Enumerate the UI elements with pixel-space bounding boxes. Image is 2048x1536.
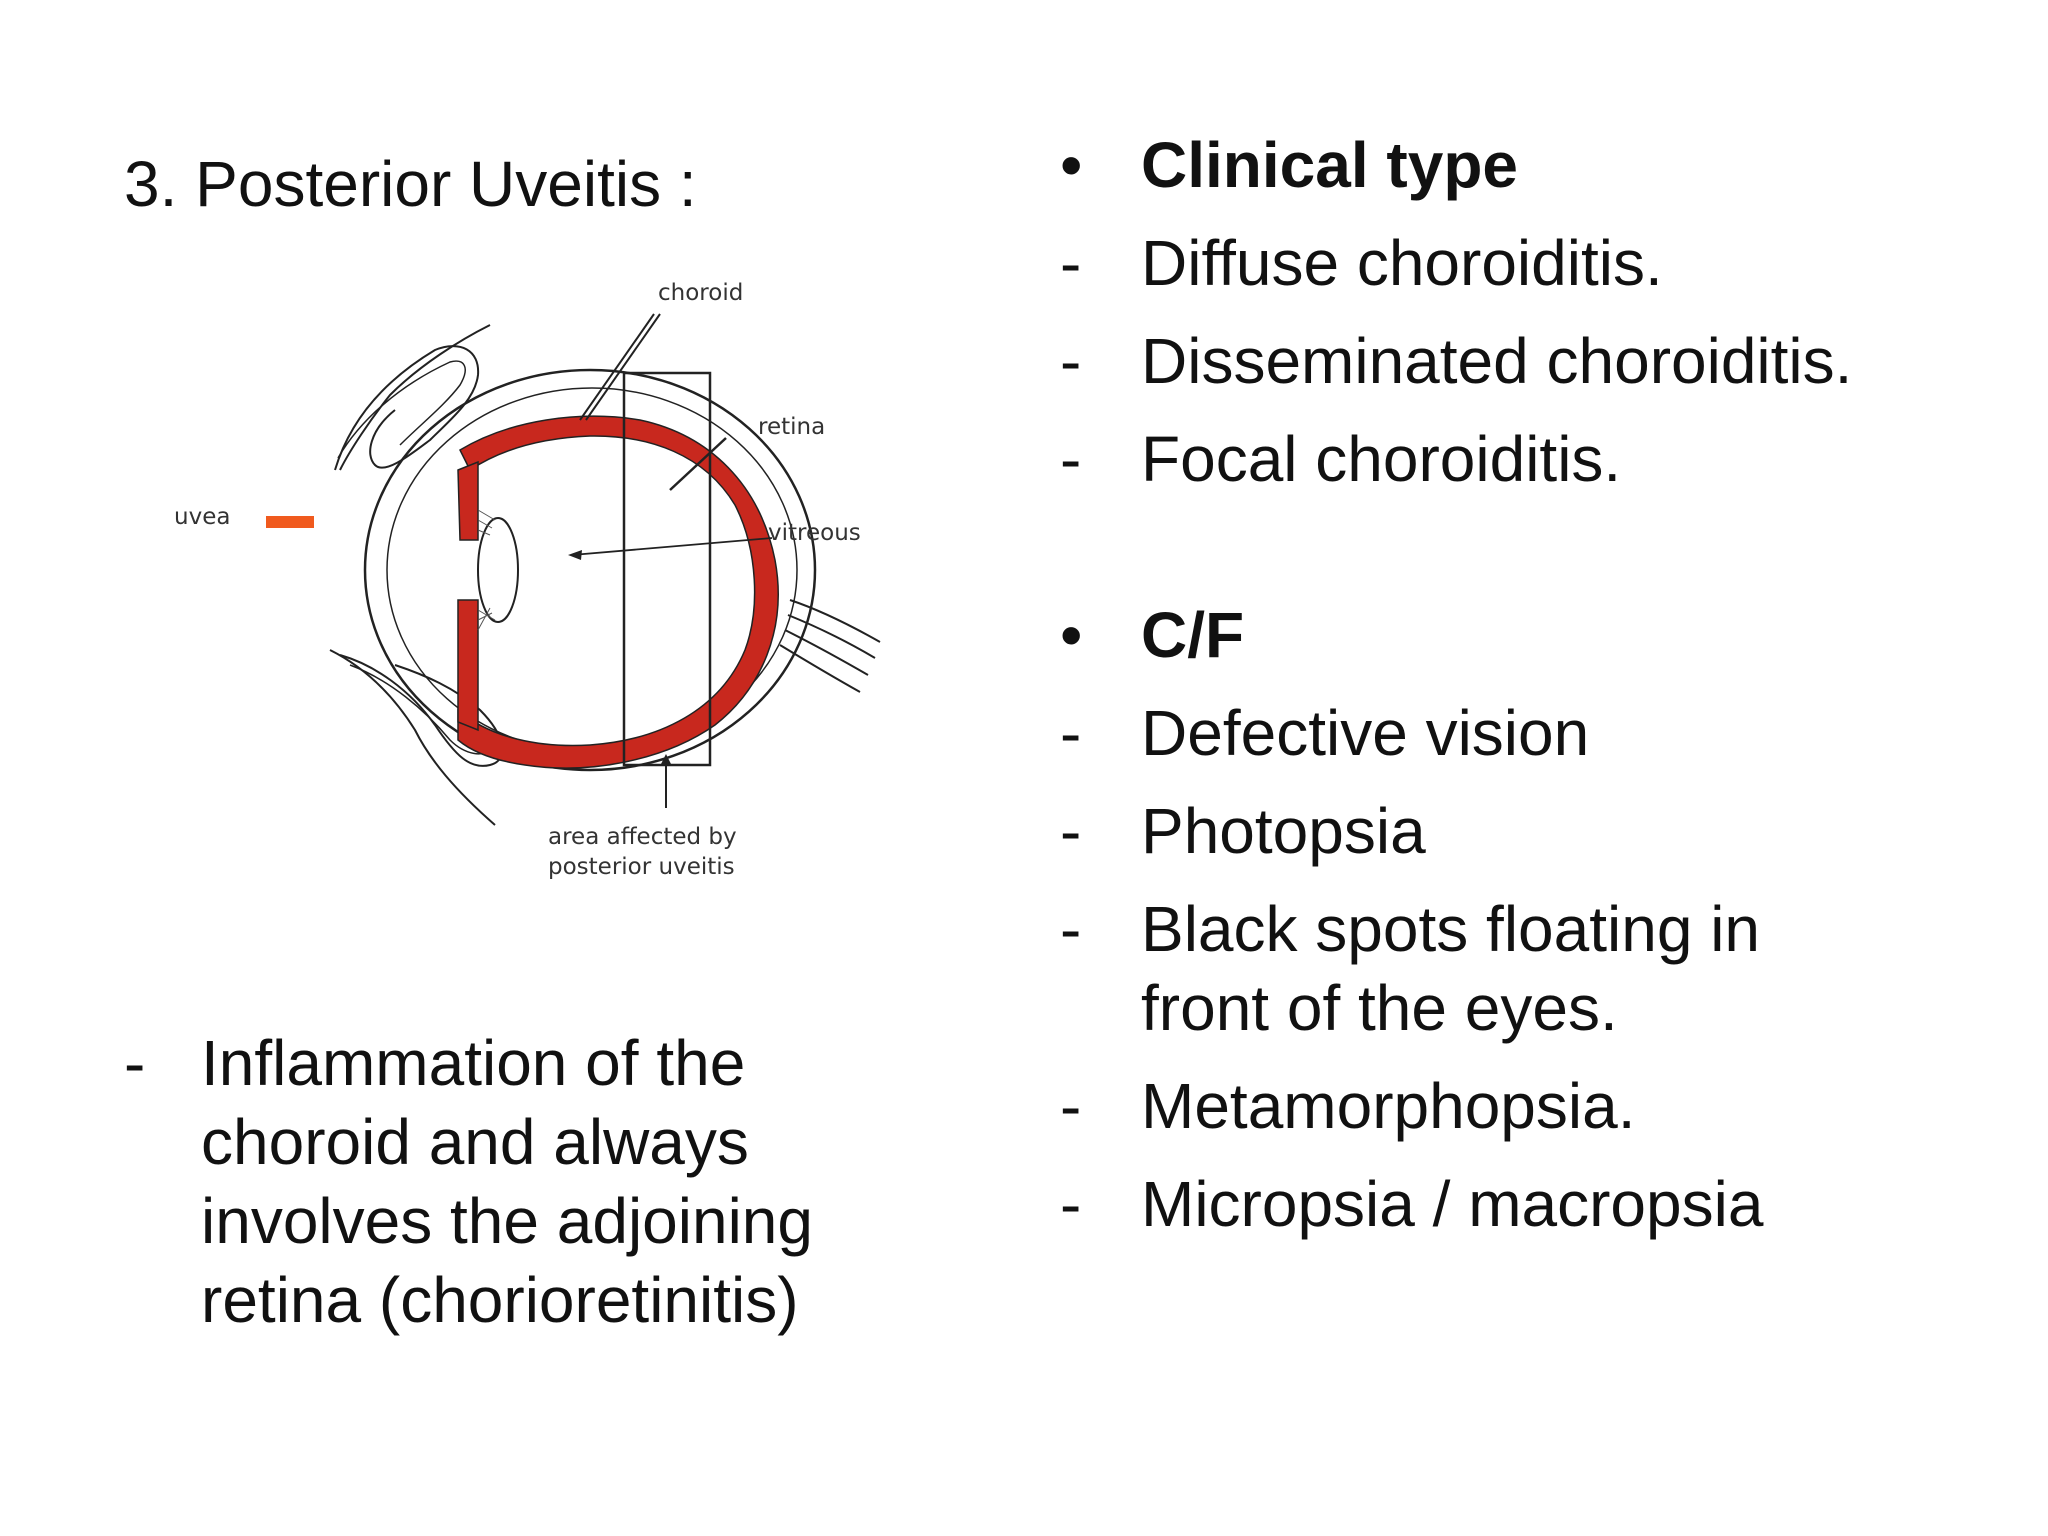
dash-marker: -: [1060, 1070, 1082, 1142]
label-area-line2: posterior uveitis: [548, 854, 735, 880]
list-item-text: Defective vision: [1141, 697, 1590, 769]
list-item: - Black spots floating in front of the e…: [1060, 890, 2020, 1048]
uvea-legend-swatch: [266, 516, 314, 528]
dash-marker: -: [1060, 893, 1082, 965]
cf-section: • C/F - Defective vision - Photopsia - B…: [1060, 596, 2020, 1244]
label-vitreous: vitreous: [768, 520, 861, 546]
list-item: - Diffuse choroiditis.: [1060, 224, 2020, 303]
eye-diagram-svg: choroid retina vitreous uvea area affect…: [174, 280, 881, 880]
vitreous-arrowhead: [568, 550, 582, 560]
label-retina: retina: [758, 414, 825, 440]
choroid-pointer: [579, 313, 655, 421]
zonules-lower: [477, 607, 496, 631]
list-item-text: Black spots floating in front of the eye…: [1141, 893, 1760, 1044]
list-item-text: Focal choroiditis.: [1141, 423, 1622, 495]
bullet-marker: •: [1060, 599, 1083, 671]
list-item-text: Diffuse choroiditis.: [1141, 227, 1663, 299]
cf-heading-row: • C/F: [1060, 596, 2020, 675]
section-gap: [1060, 518, 2020, 596]
clinical-type-section: • Clinical type - Diffuse choroiditis. -…: [1060, 126, 2020, 499]
list-item-text: Micropsia / macropsia: [1141, 1168, 1764, 1240]
list-item: - Micropsia / macropsia: [1060, 1165, 2020, 1244]
definition-text: Inflammation of the choroid and always i…: [201, 1027, 813, 1336]
list-item-text: Metamorphopsia.: [1141, 1070, 1636, 1142]
slide-title: 3. Posterior Uveitis :: [124, 148, 697, 220]
optic-nerve: [779, 599, 881, 693]
dash-marker: -: [1060, 1168, 1082, 1240]
dash-marker: -: [1060, 697, 1082, 769]
upper-eyelid-inner: [337, 360, 466, 459]
clinical-type-heading: Clinical type: [1141, 129, 1518, 201]
bullet-marker: •: [1060, 129, 1083, 201]
upper-lid-lash: [339, 324, 491, 471]
definition-bullet: - Inflammation of the choroid and always…: [124, 1024, 904, 1340]
dash-marker: -: [124, 1027, 146, 1099]
dash-marker: -: [1060, 325, 1082, 397]
clinical-type-heading-row: • Clinical type: [1060, 126, 2020, 205]
label-area-line1: area affected by: [548, 824, 737, 850]
vitreous-pointer: [571, 537, 773, 556]
lower-eyelid-inner: [349, 664, 491, 755]
list-item-text: Disseminated choroiditis.: [1141, 325, 1853, 397]
lower-lid-lash: [329, 649, 496, 826]
choroid-band: [457, 415, 779, 769]
retina-pointer: [669, 437, 727, 491]
right-column: • Clinical type - Diffuse choroiditis. -…: [1060, 126, 2020, 1263]
list-item: - Photopsia: [1060, 792, 2020, 871]
choroid-pointer-2: [585, 313, 661, 421]
cf-heading: C/F: [1141, 599, 1245, 671]
list-item: - Disseminated choroiditis.: [1060, 322, 2020, 401]
label-choroid: choroid: [658, 280, 743, 306]
definition-row: - Inflammation of the choroid and always…: [124, 1024, 904, 1340]
eye-diagram: choroid retina vitreous uvea area affect…: [160, 270, 900, 910]
list-item-text: Photopsia: [1141, 795, 1426, 867]
ciliary-body-lower: [457, 599, 479, 732]
list-item: - Defective vision: [1060, 694, 2020, 773]
dash-marker: -: [1060, 423, 1082, 495]
dash-marker: -: [1060, 227, 1082, 299]
area-arrowhead: [660, 754, 672, 766]
upper-eyelid: [334, 345, 480, 471]
dash-marker: -: [1060, 795, 1082, 867]
label-uvea: uvea: [174, 504, 230, 530]
list-item: - Focal choroiditis.: [1060, 420, 2020, 499]
lens: [477, 517, 519, 623]
ciliary-body-upper: [457, 460, 479, 541]
list-item: - Metamorphopsia.: [1060, 1067, 2020, 1146]
sclera-outer: [363, 368, 817, 772]
zonules-upper: [477, 509, 496, 536]
